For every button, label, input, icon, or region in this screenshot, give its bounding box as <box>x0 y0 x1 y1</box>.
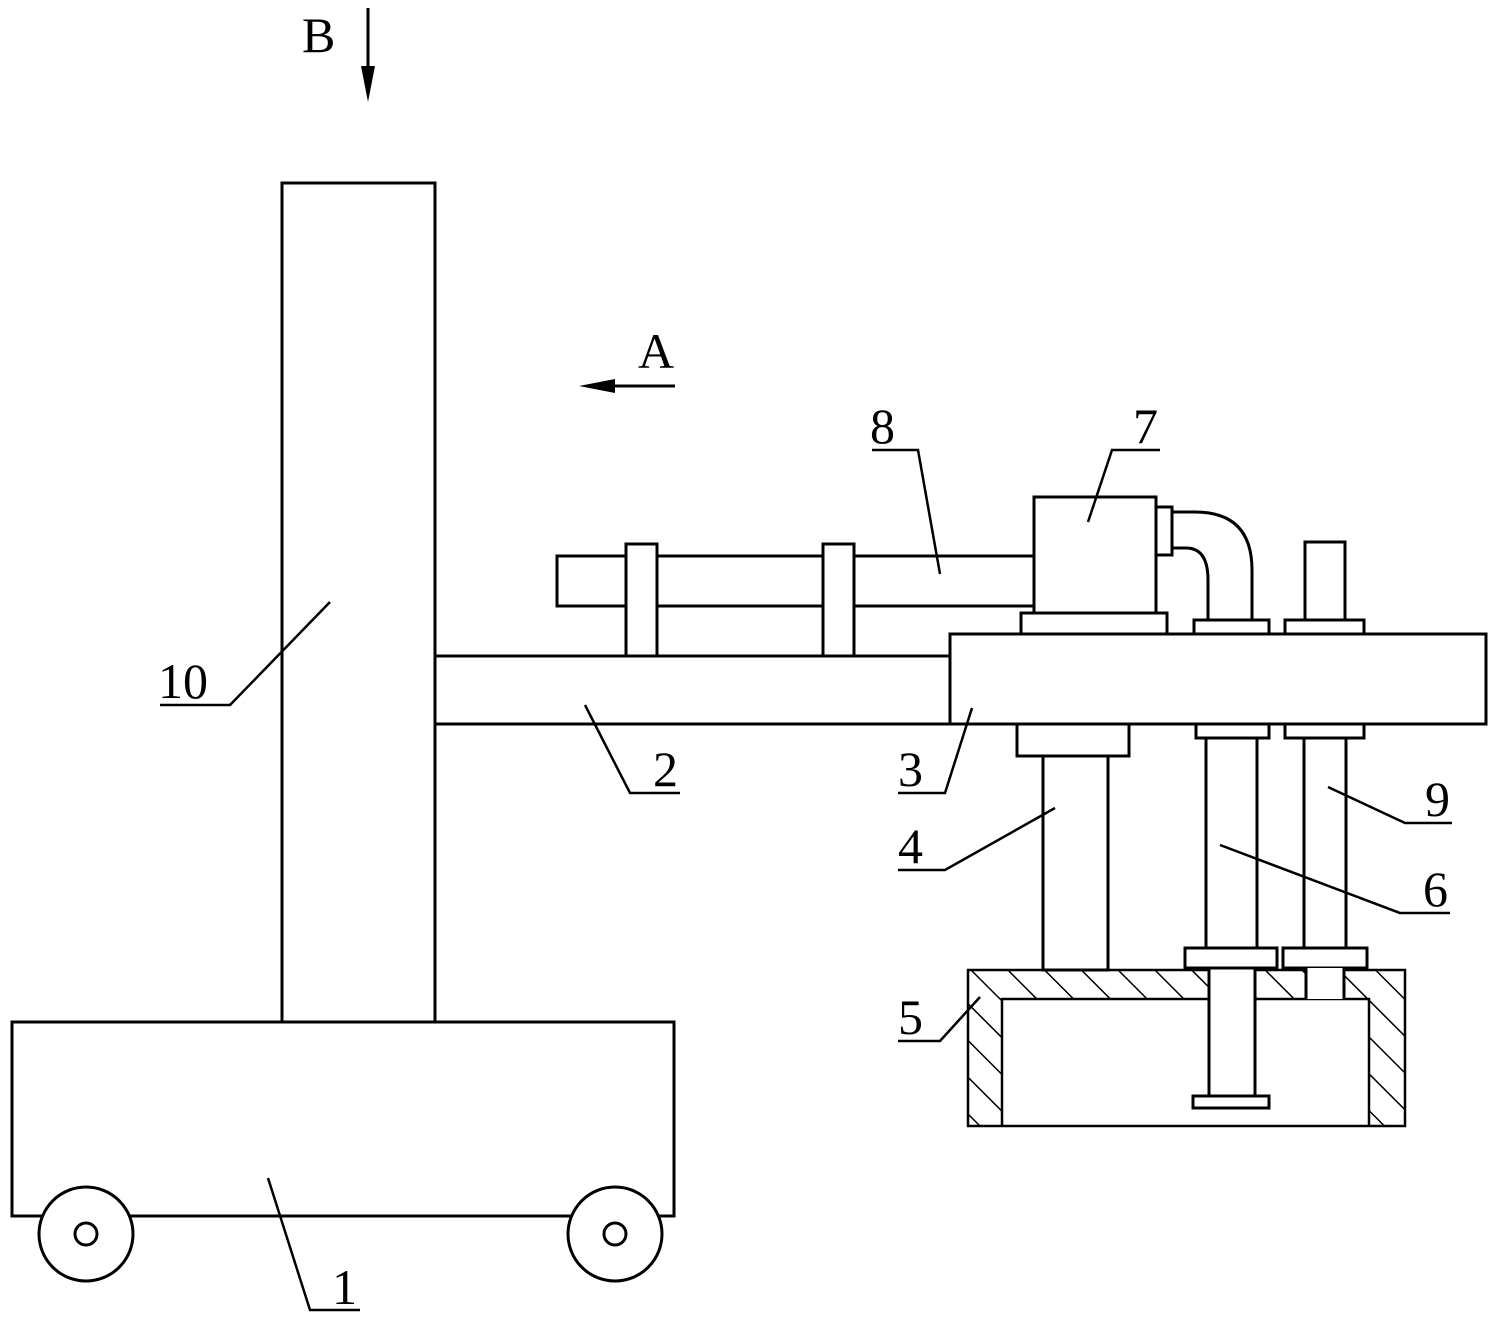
shaft-6-under-flange <box>1194 722 1271 740</box>
label-10: 10 <box>158 653 208 709</box>
elbow-pipe-outer <box>1172 510 1254 620</box>
shaft-6 <box>1204 736 1259 950</box>
rod-9-top-flange <box>1283 618 1366 636</box>
label-8: 8 <box>870 398 895 454</box>
motor-flange <box>1019 611 1169 636</box>
leader-8 <box>872 448 942 575</box>
view-marker-a-letter: A <box>638 323 674 379</box>
column-10 <box>280 181 437 1025</box>
pipe-clamp-right <box>821 542 856 658</box>
shaft-6-lower-flange <box>1183 946 1279 970</box>
shaft-6-top-flange <box>1192 618 1271 636</box>
label-7: 7 <box>1133 398 1158 454</box>
shaft-6-inner <box>1207 966 1257 1098</box>
wheel-left <box>37 1185 135 1283</box>
label-4: 4 <box>898 818 923 874</box>
label-9: 9 <box>1425 771 1450 827</box>
leader-6 <box>1219 843 1450 915</box>
rod-9-lower-gap <box>1306 968 1344 999</box>
label-5: 5 <box>898 989 923 1045</box>
leader-lines <box>160 448 1452 1312</box>
mounting-plate-3 <box>948 632 1488 726</box>
label-6: 6 <box>1423 861 1448 917</box>
leader-7 <box>1086 448 1160 523</box>
support-post-4 <box>1041 754 1110 972</box>
pipe-clamp-left <box>624 542 659 658</box>
rod-9 <box>1302 736 1348 950</box>
leader-1 <box>266 1177 360 1312</box>
rod-9-top-stub <box>1303 540 1347 622</box>
support-4-flange <box>1015 722 1131 758</box>
view-arrow-b-head <box>361 66 375 102</box>
housing-5 <box>966 968 1407 1128</box>
wheel-right <box>566 1185 664 1283</box>
label-3: 3 <box>898 741 923 797</box>
view-marker-b-letter: B <box>302 7 335 63</box>
motor-box-7 <box>1032 495 1158 615</box>
leader-4 <box>898 806 1056 872</box>
leader-10 <box>160 601 331 707</box>
view-marker-b: B <box>302 7 375 102</box>
leader-9 <box>1327 785 1452 825</box>
base-cart-1 <box>10 1020 676 1218</box>
rod-9-under-flange <box>1283 722 1366 740</box>
shaft-6-bottom-disc <box>1191 1094 1271 1110</box>
label-1: 1 <box>332 1259 357 1315</box>
label-2: 2 <box>653 741 678 797</box>
leader-3 <box>898 707 974 795</box>
rod-9-lower-flange <box>1281 946 1369 970</box>
view-arrow-a-head <box>579 379 615 393</box>
elbow-pipe-inner <box>1172 546 1210 620</box>
arm-2 <box>433 654 957 726</box>
motor-outlet-fitting <box>1154 505 1174 557</box>
leader-2 <box>583 704 680 795</box>
view-marker-a: A <box>579 323 675 393</box>
leader-5 <box>898 996 981 1043</box>
